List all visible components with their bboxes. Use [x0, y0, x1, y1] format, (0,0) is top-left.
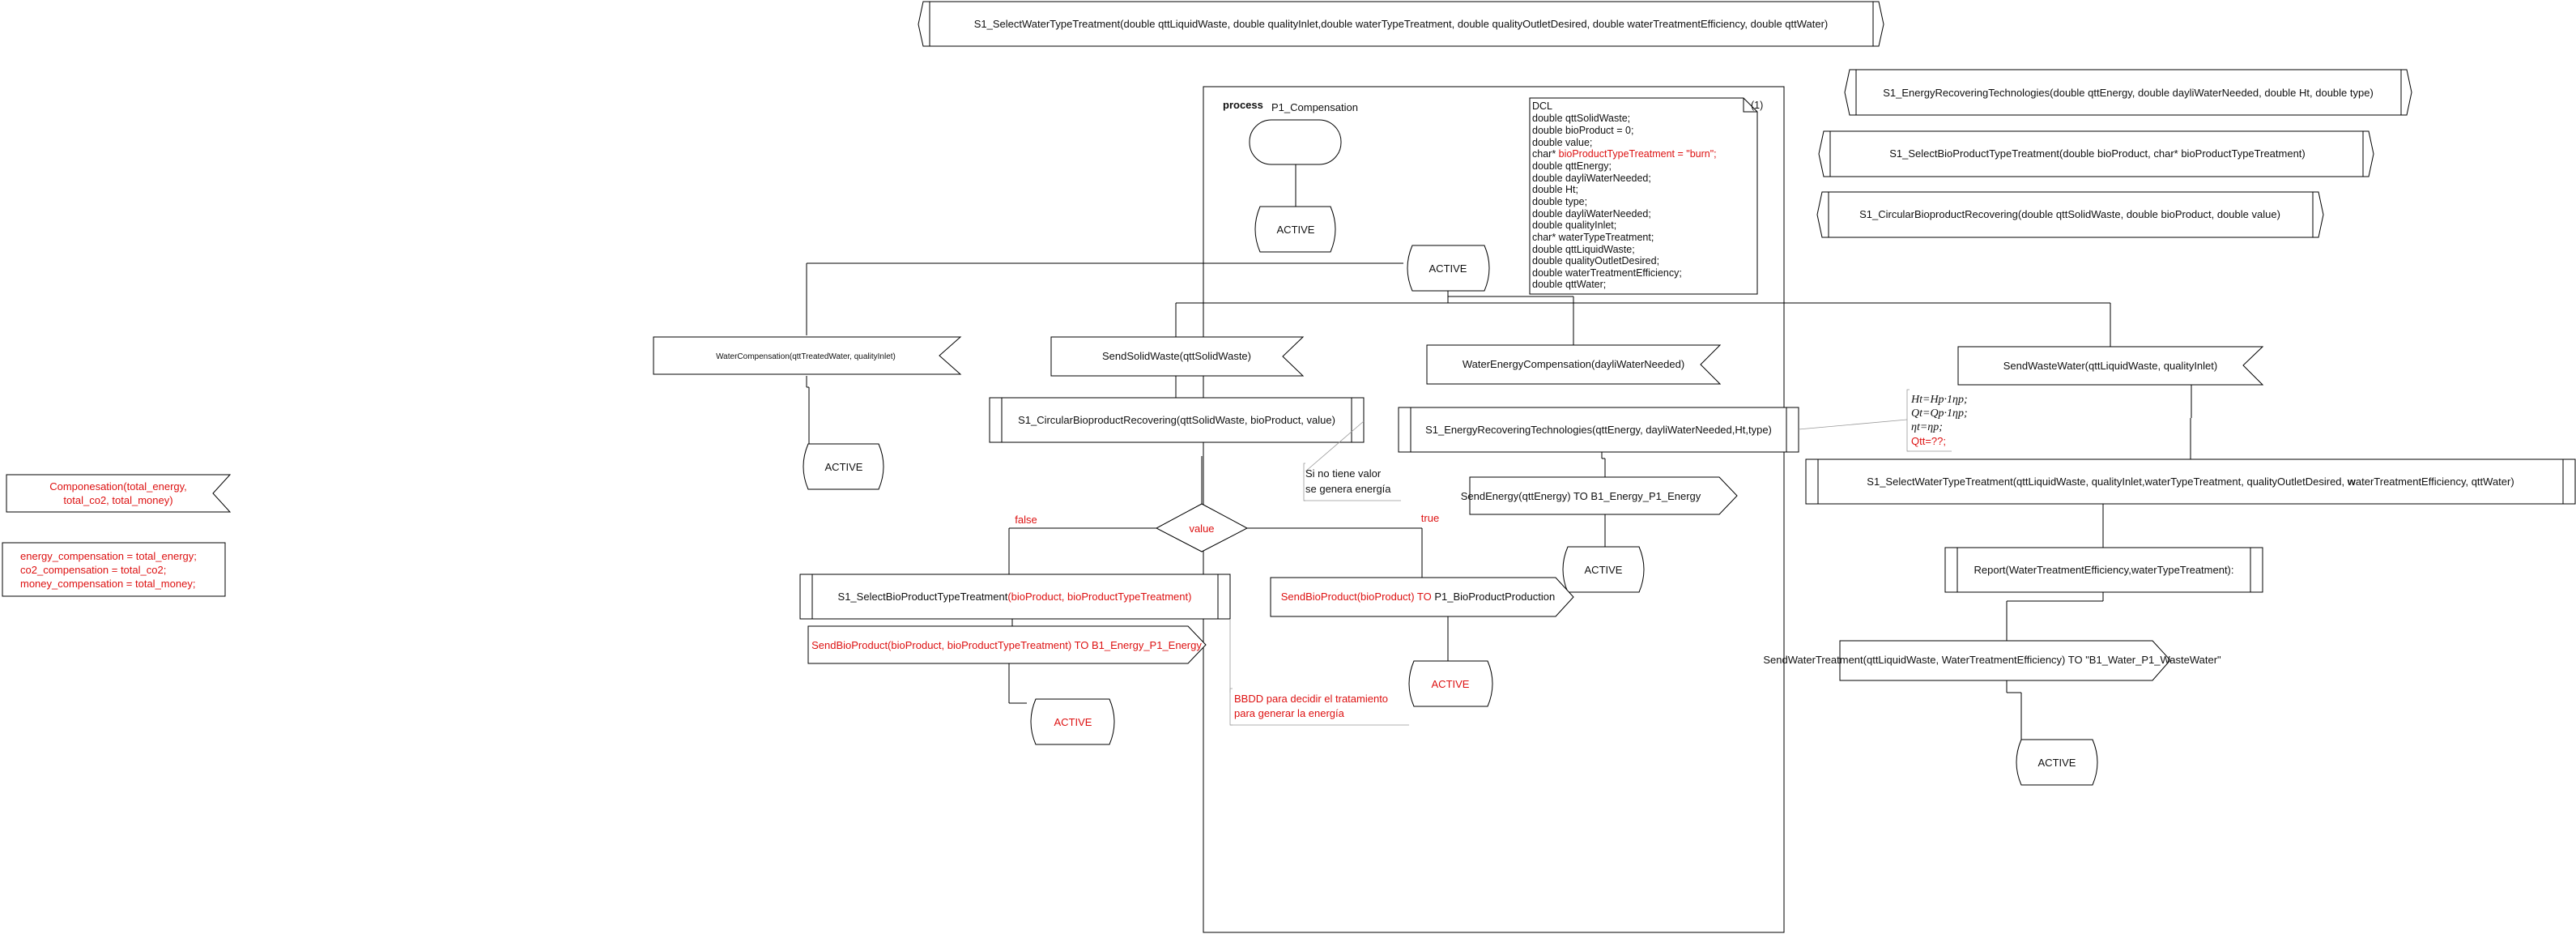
state-active[interactable]: ACTIVE [1254, 206, 1336, 253]
task-line: money_compensation = total_money; [20, 578, 195, 590]
input-water-compensation[interactable]: WaterCompensation(qttTreatedWater, quali… [653, 336, 962, 375]
comment-bbdd: BBDD para decidir el tratamiento para ge… [1229, 619, 1409, 726]
state-active-label: ACTIVE [1277, 224, 1315, 236]
dcl-line: char* waterTypeTreatment; [1532, 232, 1654, 243]
state-active[interactable]: ACTIVE [1030, 698, 1115, 745]
output-send-water-treatment[interactable]: SendWaterTreatment(qttLiquidWaste, Water… [1763, 640, 2221, 681]
dcl-line: double value; [1532, 137, 1592, 148]
comment-formula-line: Qt=Qp·1ηp; [1911, 407, 1968, 420]
call-circular-recovering[interactable]: S1_CircularBioproductRecovering(qttSolid… [989, 397, 1365, 443]
input-send-waste-water[interactable]: SendWasteWater(qttLiquidWaste, qualityIn… [1957, 346, 2264, 386]
call-select-water-type[interactable]: S1_SelectWaterTypeTreatment(qttLiquidWas… [1805, 458, 2576, 505]
dcl-char-line: char* bioProductTypeTreatment = "burn"; [1532, 148, 1717, 160]
input-compensation-label: Componesation(total_energy, [49, 480, 187, 493]
comment-no-value-line: Si no tiene valor [1305, 467, 1382, 480]
comment-no-value: Si no tiene valor se genera energía [1303, 420, 1401, 501]
input-compensation[interactable]: Componesation(total_energy, total_co2, t… [6, 474, 232, 513]
dcl-line: double bioProduct = 0; [1532, 125, 1633, 136]
task-line: co2_compensation = total_co2; [20, 564, 166, 576]
procedure-bioproduct-type-label: S1_SelectBioProductTypeTreatment(double … [1889, 147, 2306, 160]
input-send-solid-waste[interactable]: SendSolidWaste(qttSolidWaste) [1050, 336, 1305, 377]
call-select-water-type-label: S1_SelectWaterTypeTreatment(qttLiquidWas… [1867, 476, 2514, 488]
call-select-bioproduct-type[interactable]: S1_SelectBioProductTypeTreatment(bioProd… [799, 574, 1231, 620]
decision-true-label: true [1421, 512, 1439, 524]
input-water-energy-compensation-label: WaterEnergyCompensation(dayliWaterNeeded… [1463, 358, 1684, 370]
output-send-energy-label: SendEnergy(qttEnergy) TO B1_Energy_P1_En… [1461, 490, 1701, 502]
state-active[interactable]: ACTIVE [1407, 245, 1490, 292]
state-active[interactable]: ACTIVE [2016, 739, 2098, 786]
procedure-circular-recovering-label: S1_CircularBioproductRecovering(double q… [1859, 208, 2280, 220]
decision-false-label: false [1015, 514, 1037, 526]
dcl-line: double Ht; [1532, 184, 1578, 195]
dcl-line: DCL [1532, 100, 1552, 112]
dcl-ref: (1) [1751, 100, 1763, 111]
comment-bbdd-line: para generar la energía [1234, 707, 1345, 719]
state-active-label: ACTIVE [1429, 262, 1467, 275]
input-water-compensation-label: WaterCompensation(qttTreatedWater, quali… [716, 352, 896, 361]
procedure-energy-recovering-label: S1_EnergyRecoveringTechnologies(double q… [1883, 87, 2374, 99]
comment-formulas: Ht=Hp·1ηp; Qt=Qp·1ηp; ηt=ηp; Qtt=??; [1798, 389, 1968, 452]
dcl-box: (1) DCL double qttSolidWaste; double bio… [1529, 97, 1763, 295]
state-active-label: ACTIVE [1432, 678, 1470, 690]
procedure-bioproduct-type[interactable]: S1_SelectBioProductTypeTreatment(double … [1818, 130, 2374, 177]
procedure-circular-recovering[interactable]: S1_CircularBioproductRecovering(double q… [1816, 191, 2324, 238]
output-send-bioproduct-production[interactable]: SendBioProduct(bioProduct) TO P1_BioProd… [1270, 577, 1574, 617]
start-symbol [1249, 119, 1342, 165]
call-report-label: Report(WaterTreatmentEfficiency,waterTyp… [1974, 564, 2233, 576]
comment-formula-line: Qtt=??; [1911, 435, 1946, 447]
state-active[interactable]: ACTIVE [803, 443, 884, 490]
output-send-bioproduct-production-label: SendBioProduct(bioProduct) TO P1_BioProd… [1281, 591, 1555, 603]
process-name: P1_Compensation [1271, 101, 1358, 113]
dcl-line: double dayliWaterNeeded; [1532, 208, 1651, 220]
input-send-waste-water-label: SendWasteWater(qttLiquidWaste, qualityIn… [2003, 360, 2217, 372]
output-send-bioproduct-energy[interactable]: SendBioProduct(bioProduct, bioProductTyp… [807, 625, 1207, 664]
dcl-line: double qualityInlet; [1532, 220, 1616, 231]
task-line: energy_compensation = total_energy; [20, 550, 197, 562]
state-active[interactable]: ACTIVE [1408, 660, 1493, 707]
dcl-line: double waterTreatmentEfficiency; [1532, 267, 1682, 279]
dcl-line: double dayliWaterNeeded; [1532, 173, 1651, 184]
process-keyword: process [1223, 99, 1263, 111]
dcl-line: double type; [1532, 196, 1587, 207]
dcl-line: double qttEnergy; [1532, 160, 1612, 172]
output-send-bioproduct-energy-label: SendBioProduct(bioProduct, bioProductTyp… [811, 639, 1202, 651]
state-active-label: ACTIVE [1585, 564, 1623, 576]
decision-value[interactable]: value [1155, 503, 1249, 552]
comment-bbdd-line: BBDD para decidir el tratamiento [1234, 693, 1388, 705]
call-energy-recovering-label: S1_EnergyRecoveringTechnologies(qttEnerg… [1425, 424, 1772, 436]
comment-formula-line: ηt=ηp; [1911, 421, 1943, 433]
state-active-label: ACTIVE [1054, 716, 1092, 728]
output-send-water-treatment-label: SendWaterTreatment(qttLiquidWaste, Water… [1763, 654, 2221, 666]
call-select-bioproduct-type-label: S1_SelectBioProductTypeTreatment(bioProd… [838, 591, 1192, 603]
input-send-solid-waste-label: SendSolidWaste(qttSolidWaste) [1102, 350, 1251, 362]
decision-value-label: value [1189, 522, 1214, 535]
comment-formula-line: Ht=Hp·1ηp; [1910, 394, 1968, 406]
dcl-line: double qualityOutletDesired; [1532, 255, 1659, 267]
input-compensation-label: total_co2, total_money) [63, 494, 172, 506]
comment-no-value-line: se genera energía [1305, 483, 1391, 495]
procedure-energy-recovering[interactable]: S1_EnergyRecoveringTechnologies(double q… [1844, 69, 2412, 116]
input-water-energy-compensation[interactable]: WaterEnergyCompensation(dayliWaterNeeded… [1426, 344, 1722, 385]
output-send-energy[interactable]: SendEnergy(qttEnergy) TO B1_Energy_P1_En… [1461, 476, 1738, 515]
procedure-select-water-type-label: S1_SelectWaterTypeTreatment(double qttLi… [974, 18, 1829, 30]
call-circular-recovering-label: S1_CircularBioproductRecovering(qttSolid… [1018, 414, 1335, 426]
call-energy-recovering[interactable]: S1_EnergyRecoveringTechnologies(qttEnerg… [1398, 407, 1799, 453]
procedure-select-water-type[interactable]: S1_SelectWaterTypeTreatment(double qttLi… [918, 1, 1884, 47]
state-active-label: ACTIVE [825, 461, 863, 473]
state-active[interactable]: ACTIVE [1562, 546, 1645, 593]
task-compensation-assign[interactable]: energy_compensation = total_energy; co2_… [2, 542, 226, 597]
dcl-line: double qttWater; [1532, 279, 1606, 290]
call-report[interactable]: Report(WaterTreatmentEfficiency,waterTyp… [1944, 547, 2263, 593]
state-active-label: ACTIVE [2038, 757, 2076, 769]
dcl-line: double qttSolidWaste; [1532, 113, 1630, 124]
dcl-line: double qttLiquidWaste; [1532, 244, 1635, 255]
